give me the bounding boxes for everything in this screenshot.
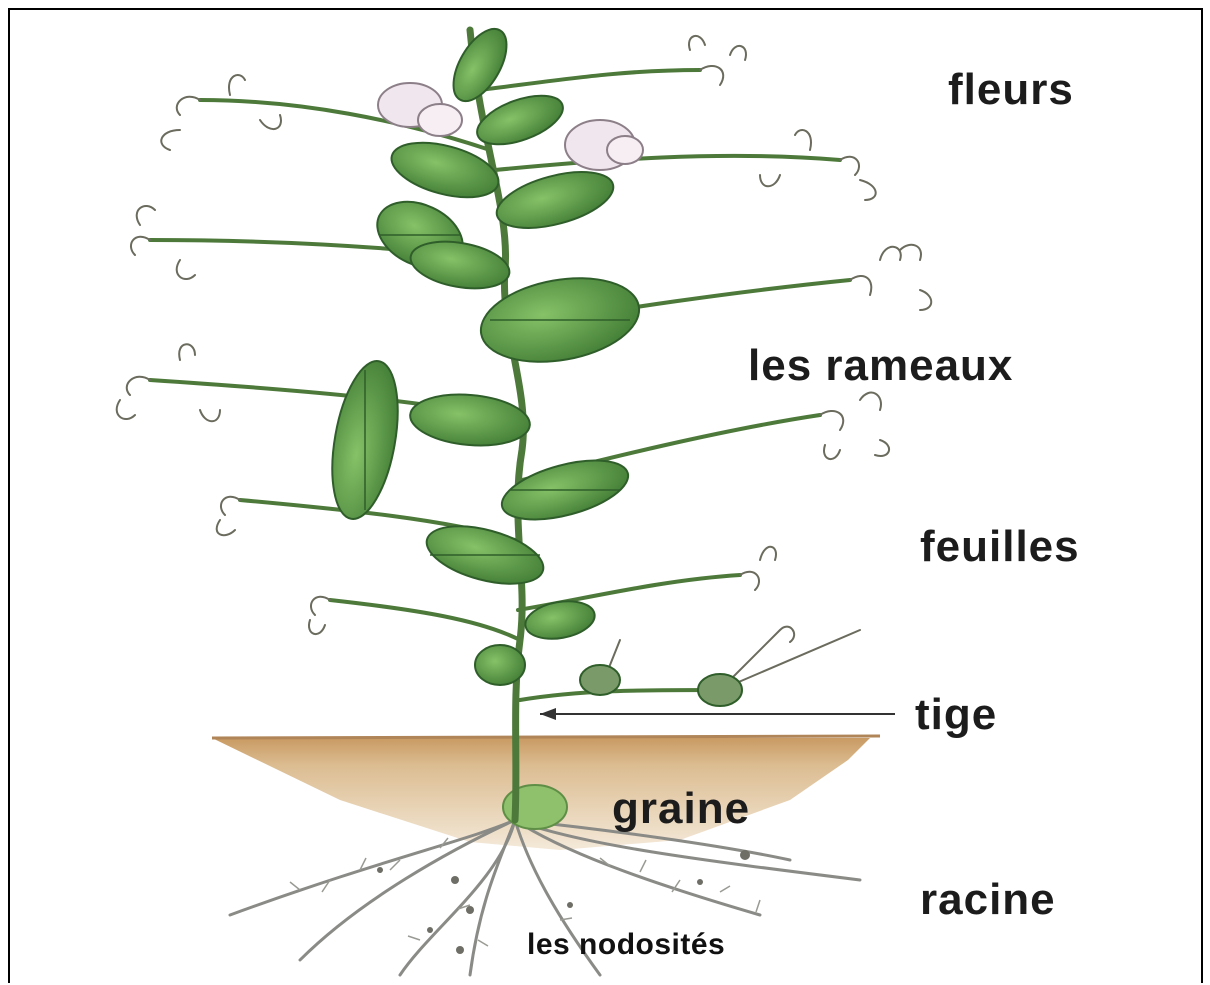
leaves bbox=[322, 20, 742, 706]
label-tige: tige bbox=[915, 693, 997, 737]
soil-surface-line bbox=[212, 736, 880, 738]
label-racine: racine bbox=[920, 878, 1056, 922]
tige-pointer-arrow bbox=[540, 708, 556, 720]
branches bbox=[150, 70, 850, 700]
label-rameaux: les rameaux bbox=[748, 344, 1013, 388]
label-fleurs: fleurs bbox=[948, 68, 1074, 112]
label-graine: graine bbox=[612, 787, 750, 831]
label-feuilles: feuilles bbox=[920, 525, 1080, 569]
label-nodosites: les nodosités bbox=[527, 930, 725, 960]
